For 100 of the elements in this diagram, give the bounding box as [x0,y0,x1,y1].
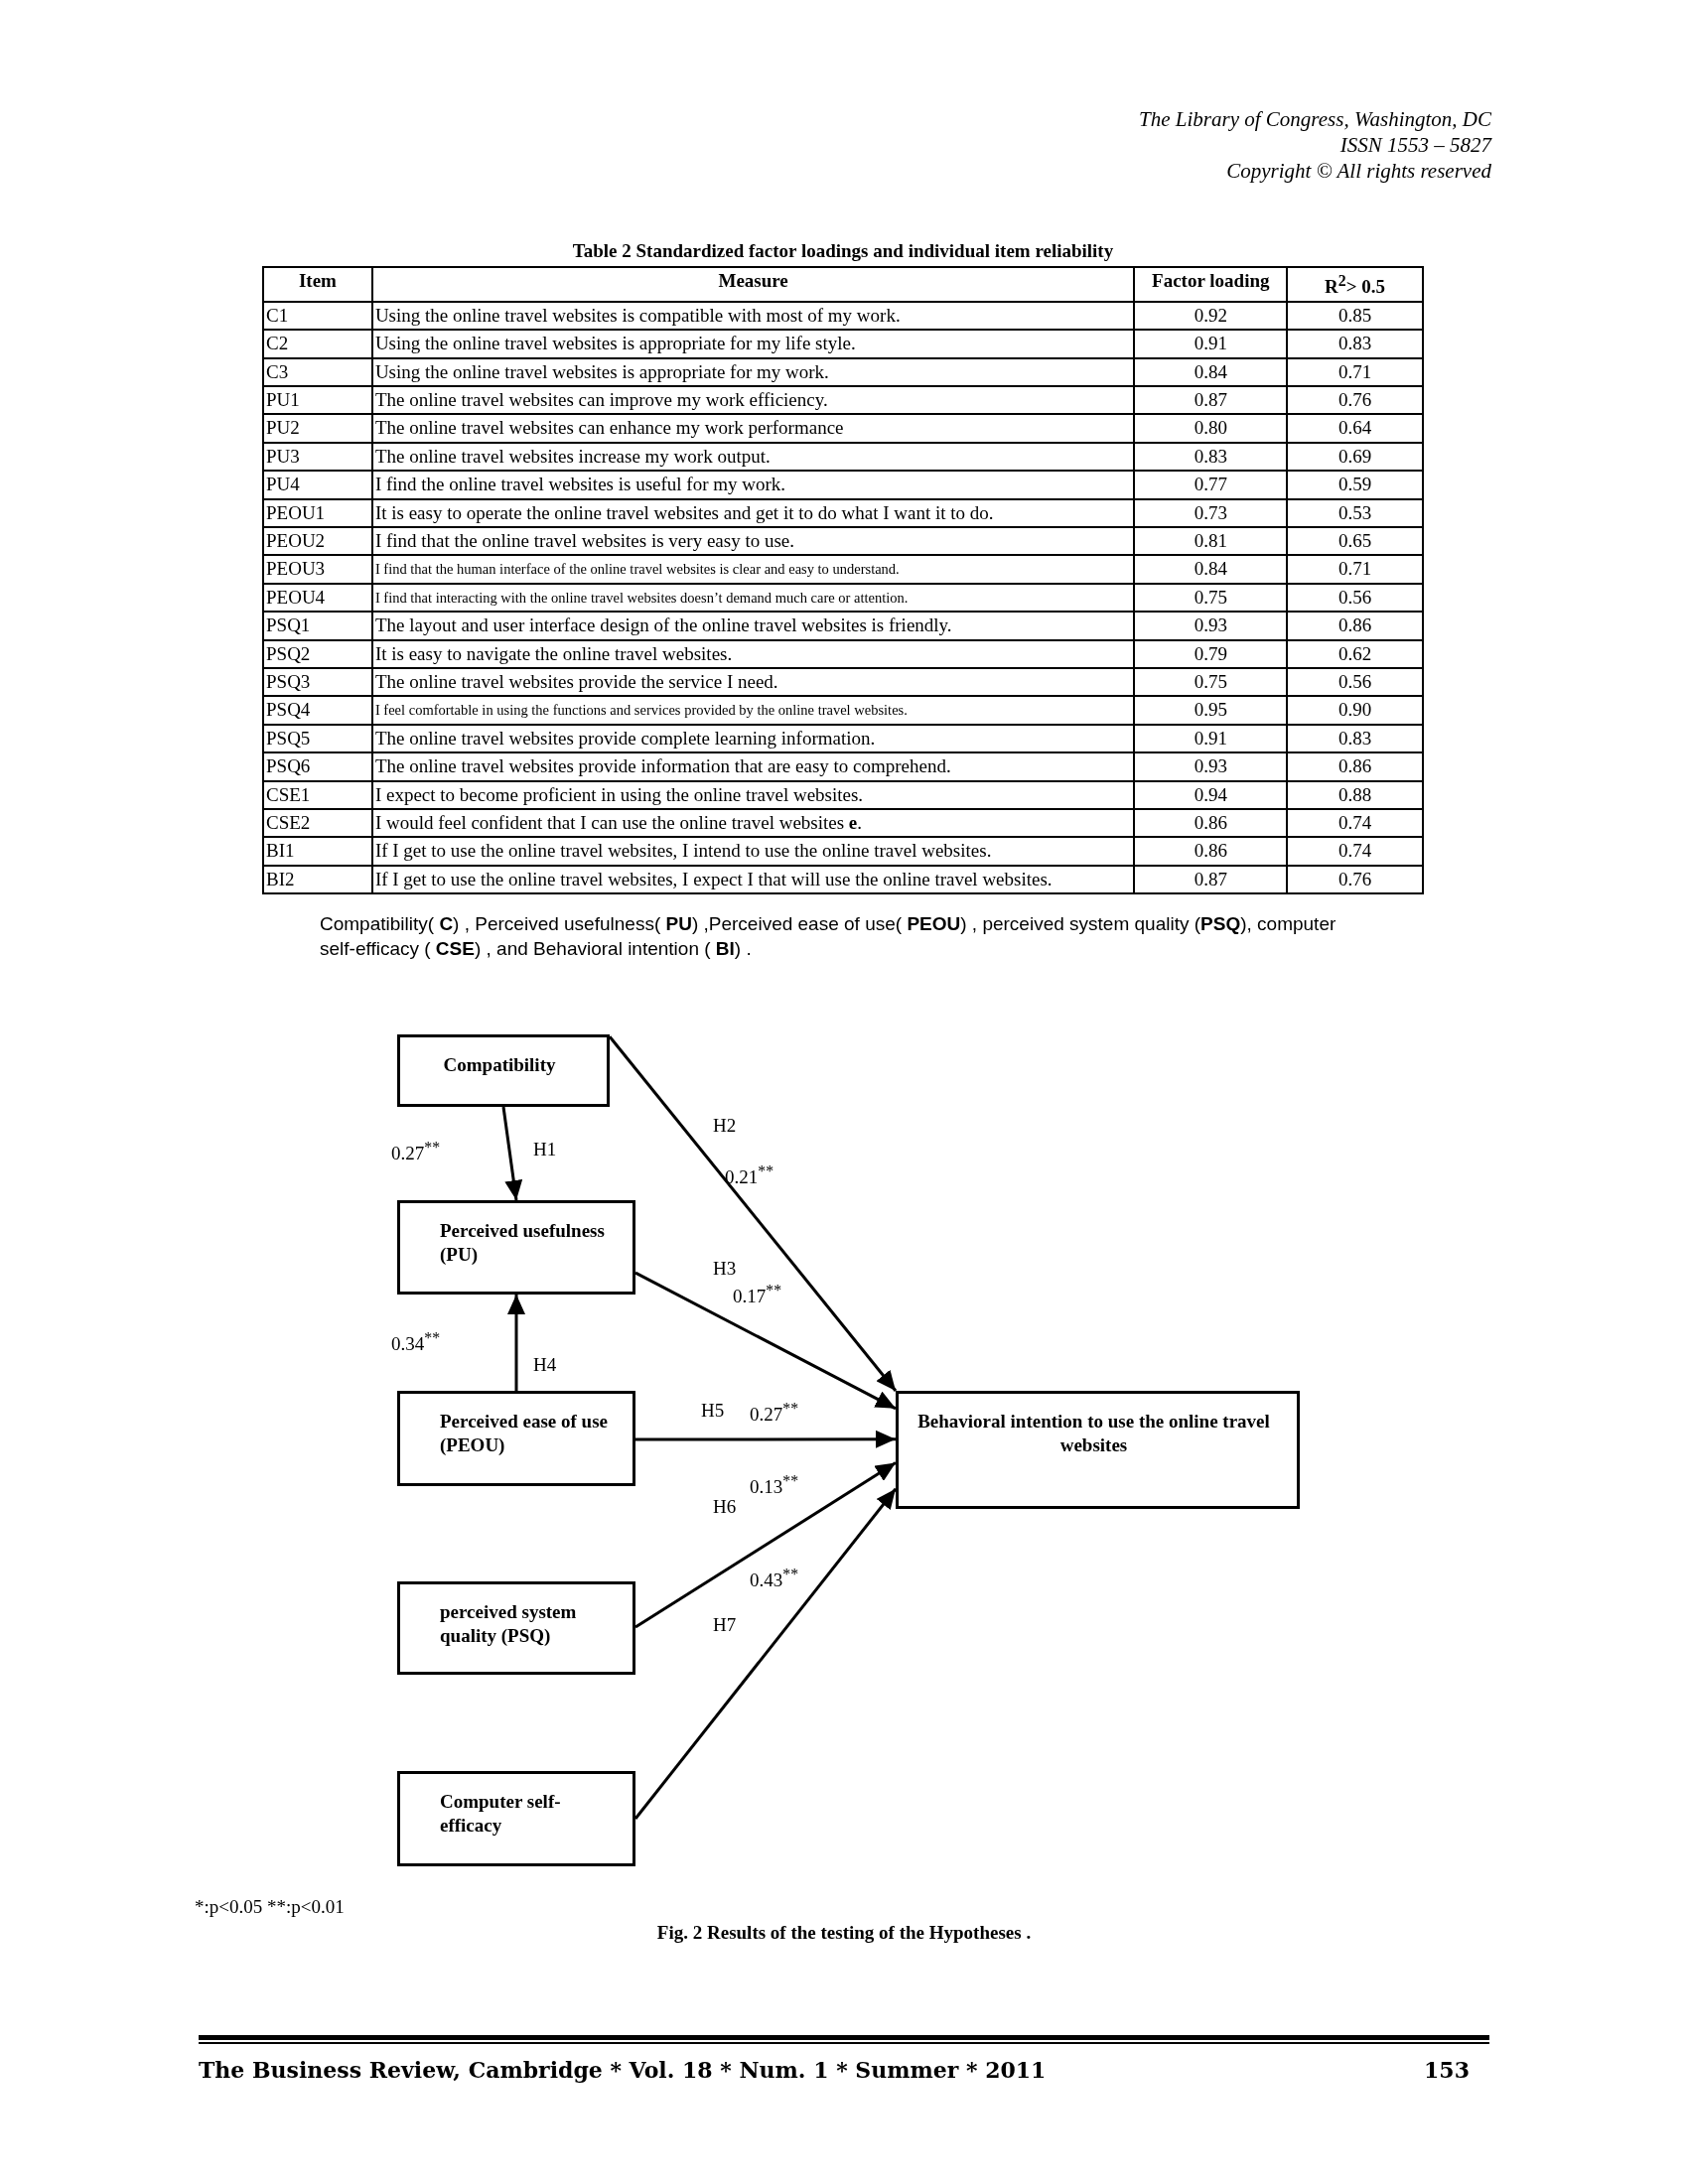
table-cell: 0.86 [1287,752,1423,781]
table-cell: 0.84 [1134,555,1288,584]
table-cell: 0.69 [1287,442,1423,472]
variable-box: Behavioral intention to use the online travel websites [896,1391,1300,1509]
footer-text: The Business Review, Cambridge * Vol. 18 * Num. 1 * Summer * 2011 [199,2057,1047,2083]
table-cell: 0.84 [1134,357,1288,386]
table-cell: PU4 [263,471,372,499]
header-text: The Library of Congress, Washington, DC [1139,107,1491,132]
arrow [634,1461,897,1629]
path-coefficient: 0.43$^{**}$ [750,1566,799,1592]
table-cell: 0.92 [1134,301,1288,331]
table-header-cell: Factor loading [1134,267,1288,302]
table-cell: 0.86 [1287,612,1423,640]
table-cell: 0.87 [1134,865,1288,894]
table-cell: 0.88 [1287,780,1423,810]
table-cell: If I get to use the online travel websites, I expect I that will use the online travel websites. [371,865,1135,894]
table-cell: 0.91 [1134,724,1288,753]
table-cell: 0.56 [1287,583,1423,613]
table-cell: I feel comfortable in using the functions and services provided by the online travel websites. [371,696,1135,725]
edge-label: H3 [713,1258,737,1280]
table-cell: PSQ1 [263,612,372,640]
table-cell: PSQ2 [263,639,372,668]
path-coefficient: 0.13$^{**}$ [750,1472,799,1499]
table-cell: 0.56 [1287,668,1423,697]
arrow [507,1295,525,1391]
table-cell: The online travel websites increase my work output. [371,442,1135,472]
path-coefficient: 0.17$^{**}$ [733,1282,782,1308]
table-cell: The online travel websites can enhance my work performance [371,414,1135,443]
table-cell: 0.90 [1287,696,1423,725]
path-coefficient: 0.34$^{**}$ [391,1329,441,1356]
table-cell: PU1 [263,385,372,415]
edge-label: H1 [533,1139,557,1160]
edge-label: H5 [701,1400,725,1422]
table-cell: 0.71 [1287,555,1423,584]
table-cell: 0.86 [1134,809,1288,838]
table-cell: The online travel websites provide the service I need. [371,668,1135,697]
table-cell: 0.77 [1134,471,1288,499]
table-cell: 0.76 [1287,385,1423,415]
table-cell: 0.76 [1287,865,1423,894]
arrow [635,1430,896,1448]
variable-box: Computer self-efficacy [397,1771,635,1866]
edge-label: H2 [713,1115,737,1137]
variable-box: Perceived usefulness (PU) [397,1200,635,1295]
arrow [501,1106,523,1201]
table-cell: C3 [263,357,372,386]
table-cell: PSQ3 [263,668,372,697]
page-number: 153 [1424,2057,1470,2083]
table-cell: 0.53 [1287,498,1423,527]
table-cell: PEOU3 [263,555,372,584]
table-cell: Using the online travel websites is appropriate for my work. [371,357,1135,386]
arrow [633,1487,898,1820]
table-header-cell: Item [263,267,372,302]
table-cell: PEOU4 [263,583,372,613]
table-title: Table 2 Standardized factor loadings and individual item reliability [571,240,1115,262]
table-cell: 0.75 [1134,583,1288,613]
table-note: Compatibility( C) , Perceived usefulness( PU) ,Perceived ease of use( PEOU) , perceived system quality (PSQ), computer self-efficacy ( CSE) , and Behavioral intention ( BI) . [320,912,1337,961]
table-cell: It is easy to navigate the online travel websites. [371,639,1135,668]
table-header-cell: Measure [371,267,1135,302]
table-cell: 0.91 [1134,330,1288,358]
table-cell: 0.93 [1134,612,1288,640]
table-cell: 0.93 [1134,752,1288,781]
table-cell: The online travel websites provide information that are easy to comprehend. [371,752,1135,781]
table-cell: It is easy to operate the online travel websites and get it to do what I want it to do. [371,498,1135,527]
table-cell: I find that interacting with the online travel websites doesn’t demand much care or attention. [371,583,1135,613]
edge-label: H7 [713,1614,737,1636]
table-cell: Using the online travel websites is compatible with most of my work. [371,301,1135,331]
table-cell: PSQ6 [263,752,372,781]
variable-box: Compatibility [397,1034,610,1107]
table-cell: 0.59 [1287,471,1423,499]
table-cell: I would feel confident that I can use the online travel websites e. [371,809,1135,838]
table-cell: 0.83 [1287,330,1423,358]
table-cell: BI1 [263,837,372,866]
path-coefficient: 0.21$^{**}$ [725,1162,774,1189]
variable-box: Perceived ease of use (PEOU) [397,1391,635,1486]
table-cell: 0.94 [1134,780,1288,810]
path-coefficient: 0.27$^{**}$ [391,1139,441,1165]
variable-box: perceived system quality (PSQ) [397,1581,635,1675]
table-cell: 0.75 [1134,668,1288,697]
path-coefficient: 0.27$^{**}$ [750,1400,799,1427]
table-cell: 0.83 [1287,724,1423,753]
table-cell: 0.64 [1287,414,1423,443]
table-cell: 0.95 [1134,696,1288,725]
arrow [634,1271,897,1411]
table-cell: 0.79 [1134,639,1288,668]
table-cell: The online travel websites can improve my work efficiency. [371,385,1135,415]
table-cell: 0.74 [1287,809,1423,838]
table-cell: BI2 [263,865,372,894]
table-cell: 0.86 [1134,837,1288,866]
edge-label: H4 [533,1354,557,1376]
table-cell: PU2 [263,414,372,443]
table-cell: 0.80 [1134,414,1288,443]
table-cell: 0.87 [1134,385,1288,415]
table-cell: 0.74 [1287,837,1423,866]
table-cell: 0.62 [1287,639,1423,668]
figure-caption: Fig. 2 Results of the testing of the Hypotheses . [655,1922,1033,1944]
table-cell: PEOU1 [263,498,372,527]
table-cell: C2 [263,330,372,358]
table-cell: The online travel websites provide complete learning information. [371,724,1135,753]
arrow [608,1035,898,1392]
table-cell: PU3 [263,442,372,472]
